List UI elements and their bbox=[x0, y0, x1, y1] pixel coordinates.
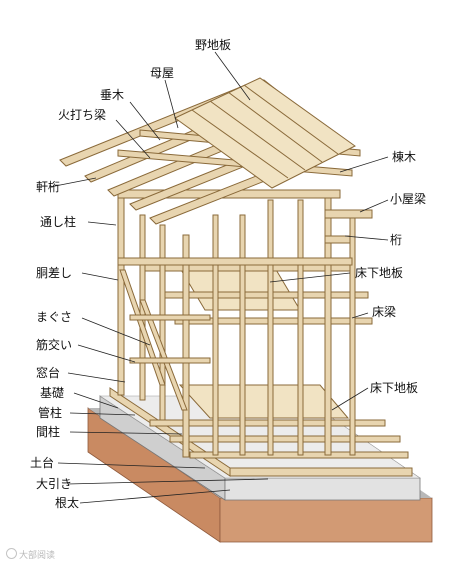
label-yukabari: 床梁 bbox=[372, 305, 397, 319]
label-taruki: 垂木 bbox=[100, 88, 125, 102]
label-toshibashira: 通し柱 bbox=[40, 215, 77, 229]
label-hiuchibari: 火打ち梁 bbox=[58, 108, 107, 122]
label-yukashitajiita-lower: 床下地板 bbox=[370, 381, 419, 395]
label-neda: 根太 bbox=[55, 496, 80, 510]
label-magusa: まぐさ bbox=[36, 310, 73, 324]
label-nokigeta: 軒桁 bbox=[36, 180, 61, 194]
label-dodai: 土台 bbox=[30, 456, 55, 470]
label-moya: 母屋 bbox=[150, 66, 175, 80]
label-sujikai: 筋交い bbox=[36, 338, 73, 352]
roof-sheathing bbox=[174, 77, 356, 189]
label-madodai: 窓台 bbox=[36, 366, 61, 380]
label-dosashi: 胴差し bbox=[36, 266, 73, 280]
watermark-logo-icon bbox=[6, 548, 17, 559]
earth-side bbox=[219, 497, 433, 543]
label-keta: 桁 bbox=[390, 233, 403, 247]
label-munagi: 棟木 bbox=[392, 150, 417, 164]
label-nojiita: 野地板 bbox=[195, 38, 232, 52]
label-kiso: 基礎 bbox=[40, 386, 65, 400]
label-obiki: 大引き bbox=[36, 477, 73, 491]
label-yukashitajiita-upper: 床下地板 bbox=[355, 266, 404, 280]
lower-floor-board bbox=[178, 384, 350, 419]
label-koyabari: 小屋梁 bbox=[390, 192, 427, 206]
label-kudabashira: 管柱 bbox=[38, 406, 63, 420]
timber-frame bbox=[59, 77, 413, 477]
label-mabashira: 間柱 bbox=[36, 425, 61, 439]
leader-lines bbox=[49, 51, 389, 504]
foundation-side bbox=[224, 477, 421, 501]
watermark-text: 大部阅读 bbox=[19, 551, 56, 561]
watermark: 大部阅读 bbox=[6, 548, 55, 561]
